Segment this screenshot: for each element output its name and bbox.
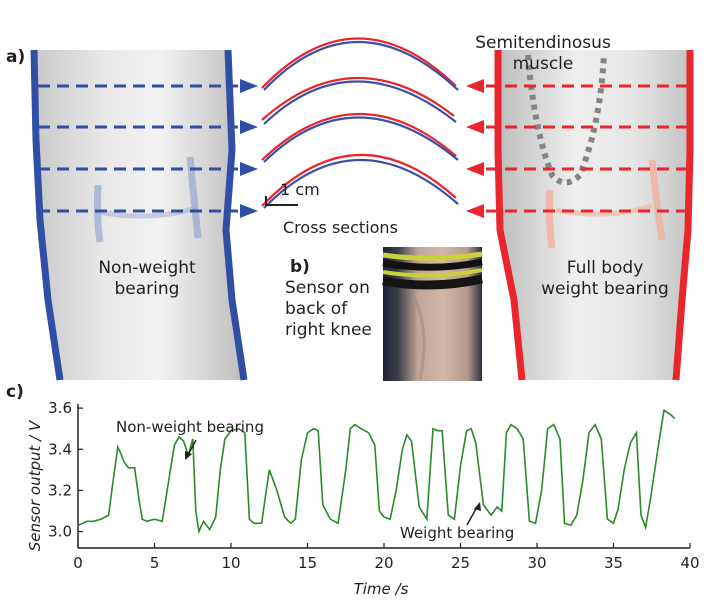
x-axis-label: Time /s <box>354 580 409 598</box>
y-tick-label: 3.6 <box>48 399 72 417</box>
scale-bar-label: 1 cm <box>280 180 320 199</box>
left-leg-outline <box>222 49 248 381</box>
panel-c-label: c) <box>6 382 24 402</box>
y-tick-label: 3.4 <box>48 440 72 458</box>
cross-sections-label: Cross sections <box>283 218 398 237</box>
right-leg-outline <box>672 50 694 381</box>
x-tick-label: 0 <box>73 554 83 572</box>
x-tick-label: 40 <box>680 554 699 572</box>
panel-a-label: a) <box>6 47 26 67</box>
right-leg-tendon <box>648 159 666 241</box>
x-tick-label: 5 <box>150 554 160 572</box>
right-leg-outline <box>494 50 526 381</box>
left-leg-crease <box>99 205 197 219</box>
x-tick-label: 25 <box>451 554 470 572</box>
sensor-output-chart: 0 5 10 15 20 25 30 35 40 3.0 3.2 3.4 3.6 Non-weight … <box>26 399 700 598</box>
semitendinosus-label: Semitendinosus muscle <box>475 33 611 74</box>
annotation-weight-arrowhead <box>474 502 481 511</box>
left-leg-outline <box>30 49 64 381</box>
cross-section-curves <box>261 37 459 209</box>
x-tick-label: 20 <box>374 554 393 572</box>
panel-a-illustration <box>30 37 694 381</box>
annotation-weight-arrow <box>466 506 478 526</box>
semitendinosus-outline <box>525 54 607 186</box>
right-leg-tendon <box>545 189 556 249</box>
x-tick-label: 30 <box>527 554 546 572</box>
scale-bar <box>265 196 298 206</box>
sensor-output-line <box>77 408 676 535</box>
sensor-caption: Sensor on back of right knee <box>285 278 372 340</box>
y-tick-label: 3.2 <box>48 481 72 499</box>
left-section-lines <box>38 84 238 213</box>
right-leg-label: Full body weight bearing <box>541 258 669 299</box>
right-section-arrows <box>466 79 484 218</box>
left-leg-tendon <box>186 156 202 239</box>
chart-ticks: 0 5 10 15 20 25 30 35 40 3.0 3.2 3.4 3.6 <box>48 399 699 572</box>
y-tick-label: 3.0 <box>48 523 72 541</box>
right-section-lines <box>486 84 692 213</box>
annotation-non-weight-arrow <box>187 439 197 456</box>
x-tick-label: 10 <box>221 554 240 572</box>
left-leg-tendon <box>93 184 104 243</box>
annotation-non-weight: Non-weight bearing <box>116 418 264 436</box>
annotation-non-weight-arrowhead <box>185 451 192 460</box>
left-leg-label: Non-weight bearing <box>98 258 196 299</box>
left-section-arrows <box>240 79 258 218</box>
x-tick-label: 15 <box>298 554 317 572</box>
annotation-weight: Weight bearing <box>400 524 514 542</box>
panel-b-label: b) <box>290 257 310 277</box>
sensor-photo <box>382 247 483 381</box>
x-tick-label: 35 <box>604 554 623 572</box>
y-axis-label: Sensor output / V <box>26 419 44 551</box>
